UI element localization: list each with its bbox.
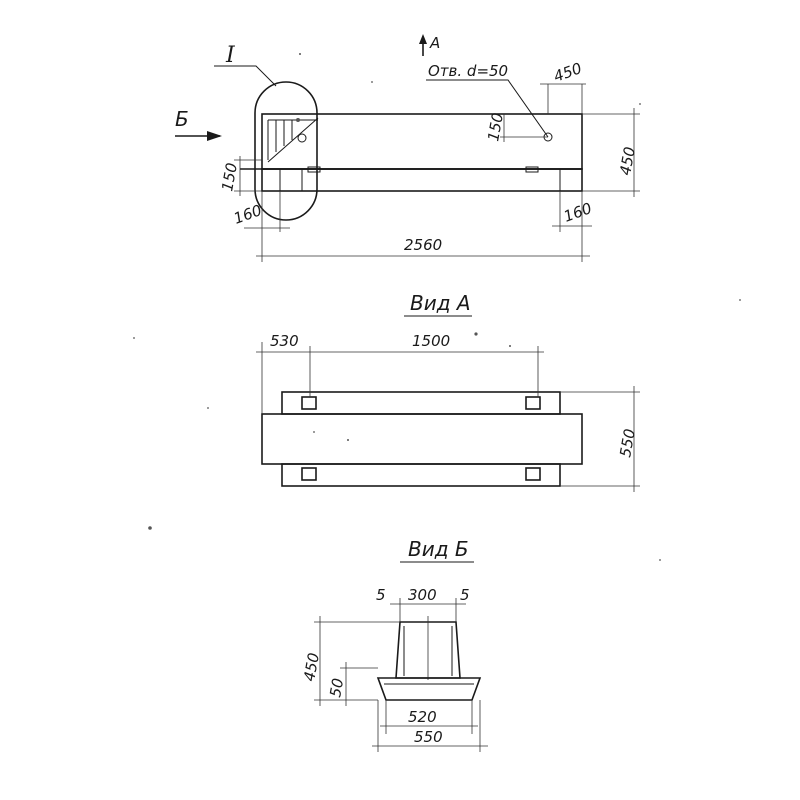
speck — [639, 103, 641, 105]
detail-i-label: I — [225, 43, 236, 68]
dim-300: 300 — [408, 586, 437, 604]
base-slab — [376, 677, 482, 701]
right-support-pad — [559, 168, 583, 192]
main-elevation: I Б А Отв. d=50 450 150 450 150 — [175, 34, 640, 262]
speck — [739, 299, 741, 301]
detail-i-leader — [214, 65, 277, 87]
dim-2560-total: 2560 — [404, 236, 442, 254]
dim-550-view-b: 550 — [414, 728, 443, 746]
dim-50: 50 — [326, 677, 347, 699]
dim-550-view-a: 550 — [616, 427, 639, 458]
dim-150-hole: 150 — [484, 111, 507, 142]
speck — [371, 81, 373, 83]
view-a: Вид А 530 1500 550 — [256, 291, 640, 492]
hole-leader — [426, 79, 549, 138]
dim-530: 530 — [270, 332, 299, 350]
view-b-arrow-label: Б — [175, 107, 189, 131]
view-a-title: Вид А — [410, 291, 471, 315]
speck — [509, 345, 511, 347]
anchor-slot-top-left — [301, 396, 317, 410]
left-support-pad — [279, 168, 303, 192]
anchor-slot-bottom-right — [525, 467, 541, 481]
dim-150-left: 150 — [218, 161, 241, 192]
view-a-arrow-head — [419, 34, 427, 44]
dim-450-view-b: 450 — [300, 651, 323, 682]
dim-450-top: 450 — [551, 59, 584, 86]
right-tab — [525, 166, 539, 173]
speck — [133, 337, 135, 339]
rebar-diagonal — [267, 117, 319, 163]
dim-5-left: 5 — [376, 586, 386, 604]
speck — [313, 431, 315, 433]
lower-flange — [281, 463, 561, 487]
left-tab — [307, 166, 321, 173]
detail-i-outline — [254, 81, 318, 221]
dim-5-right: 5 — [460, 586, 470, 604]
view-b-arrow-head — [207, 131, 222, 141]
view-a-arrow-label: А — [429, 34, 440, 52]
speck — [347, 439, 349, 441]
speck — [148, 526, 152, 530]
dim-450-right: 450 — [616, 145, 639, 176]
upper-flange — [281, 391, 561, 415]
lifting-loop-icon — [297, 133, 307, 143]
dim-160-left: 160 — [231, 201, 264, 228]
anchor-slot-top-right — [525, 396, 541, 410]
dim-1500: 1500 — [412, 332, 450, 350]
dim-160-right: 160 — [561, 199, 594, 226]
hole-note: Отв. d=50 — [428, 62, 508, 80]
view-b-title: Вид Б — [408, 537, 469, 561]
center-web — [261, 413, 583, 465]
speck — [659, 559, 661, 561]
dim-520: 520 — [408, 708, 437, 726]
anchor-slot-bottom-left — [301, 467, 317, 481]
speck — [207, 407, 209, 409]
scan-specks — [133, 53, 741, 561]
speck — [299, 53, 301, 55]
rebar-dot — [296, 118, 300, 122]
view-b: Вид Б 5 300 5 450 50 520 — [300, 537, 488, 752]
speck — [474, 332, 478, 336]
beam-body — [261, 113, 583, 170]
